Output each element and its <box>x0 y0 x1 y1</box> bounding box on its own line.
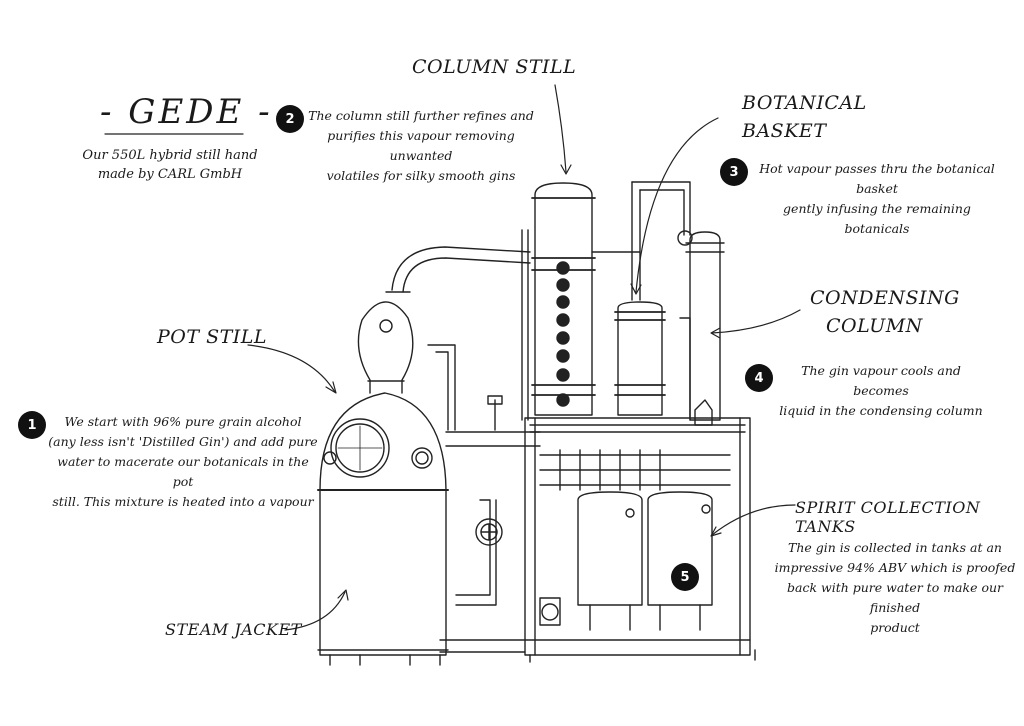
step-line: gently infusing the remaining botanicals <box>783 201 971 236</box>
diagram-subtitle: Our 550L hybrid still hand made by CARL … <box>80 146 260 184</box>
condensing-column-drawing <box>677 230 725 426</box>
step-line: The gin vapour cools and becomes <box>801 363 961 398</box>
step-description-1: We start with 96% pure grain alcohol (an… <box>48 412 318 512</box>
step-badge-1: 1 <box>18 411 46 439</box>
step-line: liquid in the condensing column <box>779 403 983 418</box>
label-botanical-basket: BOTANICAL BASKET <box>742 89 867 145</box>
botanical-basket-drawing <box>614 181 691 416</box>
collection-frame-drawing <box>439 417 756 663</box>
label-line: COLUMN <box>826 315 923 337</box>
step-line: We start with 96% pure grain alcohol <box>64 414 302 429</box>
step-badge-5: 5 <box>671 563 699 591</box>
pot-still-drawing <box>317 246 541 666</box>
step-badge-3: 3 <box>720 158 748 186</box>
step-line: The column still further refines and <box>308 108 534 123</box>
diagram-title: - GEDE - <box>100 92 273 132</box>
step-line: back with pure water to make our finishe… <box>787 580 1003 615</box>
label-line: CONDENSING <box>810 287 960 309</box>
step-description-4: The gin vapour cools and becomes liquid … <box>776 361 986 421</box>
subtitle-line: made by CARL GmbH <box>97 167 243 182</box>
step-line: purifies this vapour removing unwanted <box>327 128 515 163</box>
step-badge-2: 2 <box>276 105 304 133</box>
label-condensing-column: CONDENSING COLUMN <box>810 284 960 340</box>
step-description-2: The column still further refines and pur… <box>306 106 536 186</box>
arrow-spirit-tanks <box>711 504 796 536</box>
label-pot-still: POT STILL <box>157 326 268 348</box>
label-line: BASKET <box>742 120 827 142</box>
subtitle-line: Our 550L hybrid still hand <box>82 148 258 163</box>
arrow-botanical-basket <box>635 117 719 293</box>
arrow-condensing-column <box>711 309 801 334</box>
step-line: (any less isn't 'Distilled Gin') and add… <box>48 434 318 449</box>
pointer-arrows <box>247 84 801 631</box>
step-description-3: Hot vapour passes thru the botanical bas… <box>752 159 1002 239</box>
step-line: Hot vapour passes thru the botanical bas… <box>759 161 995 196</box>
label-line: BOTANICAL <box>742 92 867 114</box>
arrow-steam-jacket <box>284 591 346 631</box>
label-column-still: COLUMN STILL <box>412 56 577 78</box>
step-line: water to macerate our botanicals in the … <box>57 454 309 489</box>
step-line: impressive 94% ABV which is proofed <box>774 560 1016 575</box>
step-line: still. This mixture is heated into a vap… <box>52 494 314 509</box>
label-spirit-collection-tanks: SPIRIT COLLECTION TANKS <box>795 498 981 536</box>
step-line: The gin is collected in tanks at an <box>788 540 1002 555</box>
step-line: product <box>870 620 920 635</box>
step-badge-4: 4 <box>745 364 773 392</box>
arrow-pot-still <box>247 344 336 393</box>
label-steam-jacket: STEAM JACKET <box>165 620 302 639</box>
step-line: volatiles for silky smooth gins <box>326 168 516 183</box>
step-description-5: The gin is collected in tanks at an impr… <box>770 538 1020 638</box>
column-still-drawing <box>521 182 641 421</box>
arrow-column-still <box>554 84 567 173</box>
